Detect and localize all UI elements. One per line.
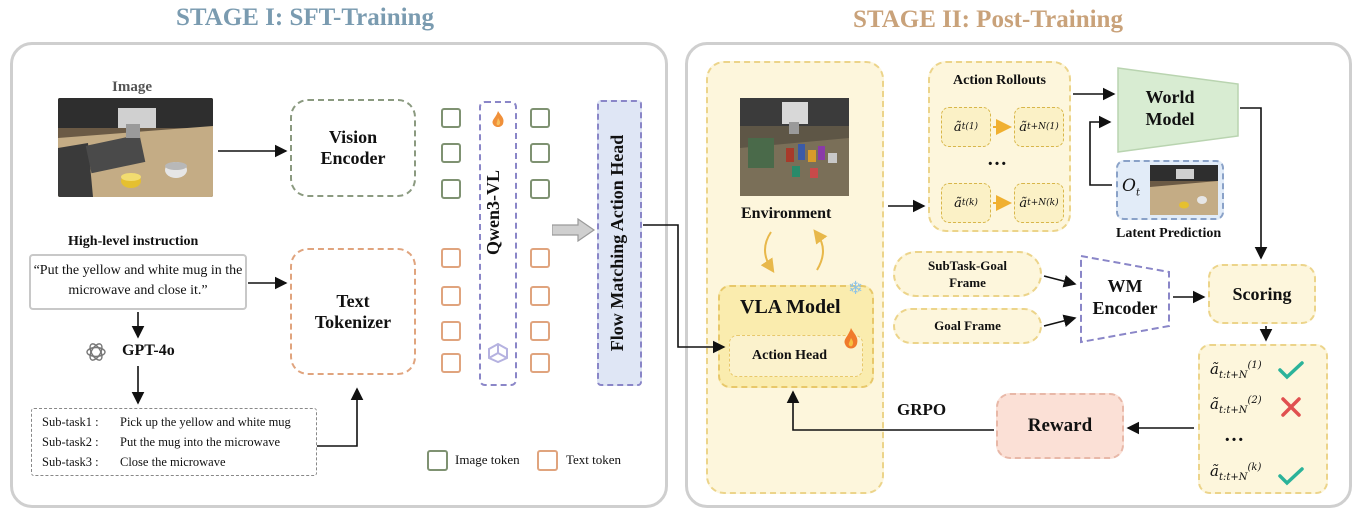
openai-logo-icon — [84, 340, 108, 364]
text-tokenizer-label: Text Tokenizer — [314, 290, 392, 332]
result-action-1: ãt:t+N(1) — [1210, 360, 1262, 381]
gray-arrow-icon — [551, 217, 596, 243]
image-token — [441, 108, 461, 128]
image-token — [530, 108, 550, 128]
check-icon — [1278, 360, 1304, 380]
text-token — [441, 248, 461, 268]
text-tokenizer-box: Text Tokenizer — [290, 248, 416, 375]
fire-icon — [842, 327, 860, 351]
text-token — [441, 286, 461, 306]
text-token — [530, 248, 550, 268]
results-dots: … — [1224, 424, 1244, 446]
gpt-label: GPT-4o — [122, 342, 175, 359]
subtask-row: Put the mug into the microwave — [120, 435, 281, 449]
reward-label: Reward — [1027, 415, 1093, 436]
text-token — [530, 286, 550, 306]
subtask-row: Close the microwave — [120, 455, 226, 469]
action-head-label: Action Head — [752, 348, 828, 363]
subtask-row: Sub-task2 : — [42, 435, 99, 449]
image-token — [530, 143, 550, 163]
environment-scene-image — [740, 98, 849, 196]
rollout-dots: … — [987, 148, 1007, 170]
action-head-box — [729, 335, 863, 377]
image-token — [441, 143, 461, 163]
subtask-goal-frame-label: SubTask-Goal Frame — [927, 258, 1007, 290]
cycle-arrows-icon — [760, 229, 828, 273]
legend-image-token-swatch — [427, 450, 448, 471]
world-model-shape — [1117, 67, 1239, 153]
image-label: Image — [112, 79, 152, 95]
stage1-title: STAGE I: SFT-Training — [176, 4, 434, 31]
text-token — [441, 353, 461, 373]
legend-image-token-label: Image token — [455, 452, 520, 467]
flow-matching-head-box — [597, 100, 642, 386]
environment-label: Environment — [741, 205, 832, 222]
scoring-box: Scoring — [1208, 264, 1316, 324]
result-action-2: ãt:t+N(2) — [1210, 395, 1262, 416]
check-icon — [1278, 466, 1304, 486]
instruction-box: “Put the yellow and white mug in the mic… — [29, 254, 247, 310]
qwen-label: Qwen3-VL — [483, 170, 503, 255]
stage2-title: STAGE II: Post-Training — [853, 6, 1123, 33]
wm-encoder-label: WM Encoder — [1092, 276, 1158, 318]
subtasks-box: Sub-task1 : Pick up the yellow and white… — [31, 408, 317, 476]
vision-encoder-box: Vision Encoder — [290, 99, 416, 197]
world-model-label: World Model — [1145, 87, 1195, 129]
vision-encoder-label: Vision Encoder — [320, 127, 386, 168]
qwen-model-box — [479, 101, 517, 386]
grpo-label: GRPO — [897, 400, 947, 419]
text-token — [530, 321, 550, 341]
scoring-label: Scoring — [1232, 283, 1292, 304]
instruction-title: High-level instruction — [68, 234, 199, 249]
goal-frame-label: Goal Frame — [934, 318, 1001, 333]
subtask-row: Pick up the yellow and white mug — [120, 415, 291, 429]
subtask-goal-frame-box: SubTask-Goal Frame — [893, 251, 1042, 297]
action-rollouts-label: Action Rollouts — [953, 73, 1046, 88]
reward-box: Reward — [996, 393, 1124, 459]
kitchen-scene-image — [58, 98, 213, 197]
cross-icon — [1280, 396, 1302, 418]
results-box — [1198, 344, 1328, 494]
qwen-cube-icon — [487, 342, 509, 364]
result-action-k: ãt:t+N(k) — [1210, 462, 1262, 483]
instruction-text: “Put the yellow and white mug in the mic… — [33, 263, 243, 298]
latent-scene-image — [1150, 165, 1218, 215]
flow-matching-head-label: Flow Matching Action Head — [607, 134, 627, 352]
wm-encoder-shape — [1080, 254, 1170, 344]
subtask-row: Sub-task3 : — [42, 455, 99, 469]
legend-text-token-swatch — [537, 450, 558, 471]
subtask-row: Sub-task1 : — [42, 415, 99, 429]
goal-frame-box: Goal Frame — [893, 308, 1042, 344]
legend-text-token-label: Text token — [566, 452, 622, 467]
snowflake-icon: ❄ — [848, 278, 864, 299]
observation-symbol: Ot — [1122, 176, 1140, 199]
qwen-logo-icon — [488, 110, 508, 130]
latent-prediction-label: Latent Prediction — [1116, 226, 1222, 241]
image-token — [530, 179, 550, 199]
image-token — [441, 179, 461, 199]
vla-model-label: VLA Model — [740, 296, 841, 318]
text-token — [530, 353, 550, 373]
text-token — [441, 321, 461, 341]
